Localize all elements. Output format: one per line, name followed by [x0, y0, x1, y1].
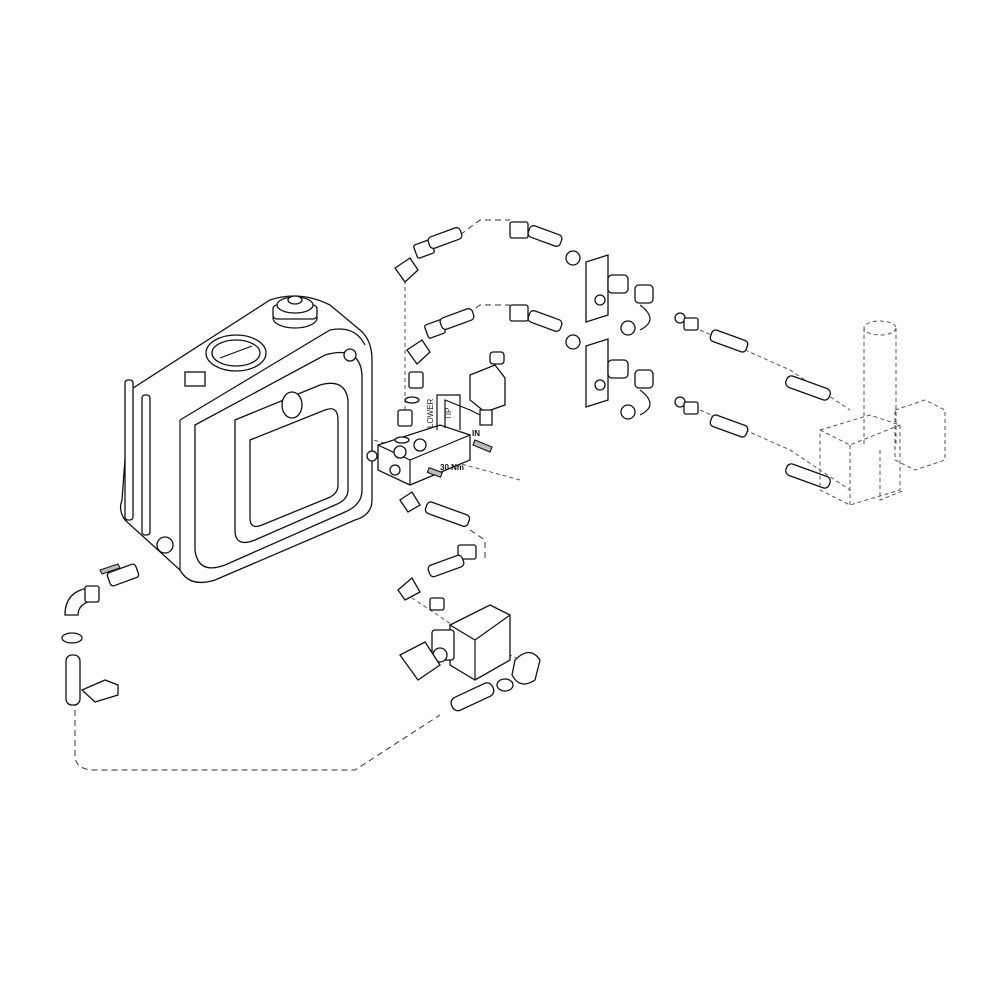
- suction-hose: [65, 654, 81, 706]
- axis-line-coupler-1: [699, 329, 851, 411]
- lever-bracket-lower: [436, 394, 461, 430]
- suction-elbow: [64, 585, 100, 616]
- cylinder-hose-1: [785, 375, 831, 401]
- hose-route-lower: [459, 304, 510, 321]
- quick-coupler-1[interactable]: [634, 284, 654, 304]
- label-torque: 30 Nm: [440, 463, 464, 472]
- pump-flange-gasket: [399, 641, 441, 681]
- o-ring-2: [394, 436, 410, 444]
- elbow-fitting-top: [394, 239, 435, 283]
- tank-outlet-port: [156, 536, 174, 554]
- hose-end-tip: [427, 227, 463, 249]
- gear-pump: [399, 604, 541, 692]
- control-valve-block[interactable]: [366, 424, 471, 486]
- dust-cap-2[interactable]: [620, 404, 636, 420]
- label-lower: LOWER: [426, 398, 435, 428]
- hose-clamp: [61, 632, 83, 644]
- elbow-fitting-pressure: [399, 491, 421, 513]
- elbow-fitting-pump: [397, 576, 421, 601]
- hose-route-return: [74, 700, 441, 771]
- hose-end-lower: [439, 308, 475, 330]
- axis-line-coupler-2: [699, 409, 851, 491]
- level-gauge: [343, 348, 357, 362]
- hose-route-tip: [459, 219, 510, 236]
- mounting-bracket: [80, 679, 119, 703]
- adapter-fitting: [408, 371, 424, 389]
- hose-clamp-pressure: [427, 544, 477, 578]
- elbow-fitting-mid: [406, 319, 446, 365]
- lower-hose-assembly: [509, 304, 831, 489]
- tip-hose-assembly: [509, 221, 831, 401]
- dust-cap-1[interactable]: [620, 320, 636, 336]
- pressure-hose: [424, 501, 471, 528]
- cylinder-hose-2: [785, 463, 831, 489]
- bulkhead-plate-2: [585, 338, 609, 408]
- solenoid-valve: [469, 351, 506, 426]
- adapter-fitting-2: [397, 409, 413, 427]
- in-fitting: [472, 439, 493, 453]
- label-in: IN: [472, 429, 480, 438]
- pump-elbow: [511, 651, 541, 685]
- tipping-cylinder-mount: [819, 320, 946, 506]
- valve-bolt: [426, 467, 443, 478]
- pump-adapter: [429, 597, 445, 611]
- return-hose: [450, 682, 495, 712]
- hydraulic-tank: [119, 295, 373, 584]
- label-tip: TIP: [444, 408, 453, 420]
- quick-coupler-2[interactable]: [634, 369, 654, 389]
- bulkhead-plate-1: [585, 254, 609, 323]
- o-ring: [404, 396, 420, 404]
- hose-route-pressure: [469, 529, 486, 560]
- ball-valve[interactable]: [99, 563, 140, 587]
